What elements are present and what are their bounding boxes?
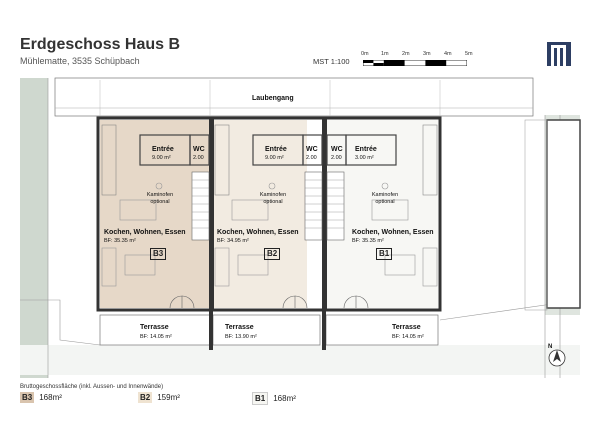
scale-tick: 1m	[381, 51, 389, 57]
legend-value: 168m²	[39, 393, 62, 402]
b1-entree-area: 3.00 m²	[355, 155, 374, 161]
b2-entree-area: 9.00 m²	[265, 155, 284, 161]
scale-tick: 2m	[402, 51, 410, 57]
unit-b3-floor	[100, 120, 210, 308]
b3-terrace-area: BF: 14.05 m²	[140, 334, 172, 340]
neighbour-unit	[546, 119, 581, 309]
furniture	[101, 182, 438, 287]
north-arrow-icon	[548, 349, 566, 367]
b1-living-label: Kochen, Wohnen, Essen	[352, 229, 434, 236]
north-label: N	[548, 344, 553, 350]
page-subtitle: Mühlematte, 3535 Schüpbach	[20, 56, 140, 66]
b1-kaminofen: Kaminofen optional	[371, 192, 399, 205]
legend-swatch: B3	[20, 392, 35, 403]
legend-swatch: B1	[252, 392, 269, 405]
legend-item-b1: B1 168m²	[252, 392, 296, 405]
b1-wc-label: WC	[331, 146, 343, 153]
scale-label: MST 1:100	[313, 57, 350, 66]
b1-terrace-area: BF: 14.05 m²	[392, 334, 424, 340]
b1-entree-label: Entrée	[355, 146, 377, 153]
terrace-dividers	[209, 310, 326, 350]
b1-unit-badge: B1	[376, 248, 393, 260]
b2-terrace-label: Terrasse	[225, 324, 254, 331]
b2-living-label: Kochen, Wohnen, Essen	[217, 229, 299, 236]
b3-wc-area: 2.00	[193, 155, 204, 161]
legend-item-b3: B3 168m²	[20, 392, 62, 403]
legend-value: 168m²	[273, 394, 296, 403]
terrain-bottom	[20, 345, 580, 375]
corridor	[54, 77, 534, 117]
b1-terrace-label: Terrasse	[392, 324, 421, 331]
b1-wc-area: 2.00	[331, 155, 342, 161]
page-title: Erdgeschoss Haus B	[20, 36, 181, 53]
b3-terrace-label: Terrasse	[140, 324, 169, 331]
b2-unit-badge: B2	[264, 248, 281, 260]
b2-entree-label: Entrée	[265, 146, 287, 153]
stairs	[191, 171, 345, 241]
exterior-walls	[96, 116, 442, 312]
scale-bar	[363, 60, 467, 66]
legend-value: 159m²	[157, 393, 180, 402]
scale-tick: 3m	[423, 51, 431, 57]
b1-living-area: BF: 35.35 m²	[352, 238, 384, 244]
scale-tick: 4m	[444, 51, 452, 57]
b2-wc-area: 2.00	[306, 155, 317, 161]
party-walls	[209, 118, 327, 310]
interior-walls	[139, 134, 397, 166]
terrain-left	[20, 78, 48, 378]
b3-kaminofen: Kaminofen optional	[146, 192, 174, 205]
b3-unit-badge: B3	[150, 248, 167, 260]
b3-wc-label: WC	[193, 146, 205, 153]
company-logo	[547, 42, 571, 66]
scale-tick: 5m	[465, 51, 473, 57]
b2-terrace-area: BF: 13.90 m²	[225, 334, 257, 340]
b3-living-label: Kochen, Wohnen, Essen	[104, 229, 186, 236]
legend-item-b2: B2 159m²	[138, 392, 180, 403]
kitchen-counters	[101, 124, 438, 196]
b2-living-area: BF: 34.95 m²	[217, 238, 249, 244]
b3-entree-label: Entrée	[152, 146, 174, 153]
terraces	[99, 314, 439, 346]
corridor-label: Laubengang	[252, 95, 294, 102]
unit-b1-floor	[326, 120, 438, 308]
b2-kaminofen: Kaminofen optional	[259, 192, 287, 205]
b2-wc-label: WC	[306, 146, 318, 153]
b3-entree-area: 9.00 m²	[152, 155, 171, 161]
legend-caption: Bruttogeschossfläche (inkl. Aussen- und …	[20, 384, 164, 390]
terrace-doors	[169, 295, 369, 309]
unit-b2-floor	[213, 120, 307, 308]
b3-living-area: BF: 35.35 m²	[104, 238, 136, 244]
legend-swatch: B2	[138, 392, 153, 403]
scale-tick: 0m	[361, 51, 369, 57]
